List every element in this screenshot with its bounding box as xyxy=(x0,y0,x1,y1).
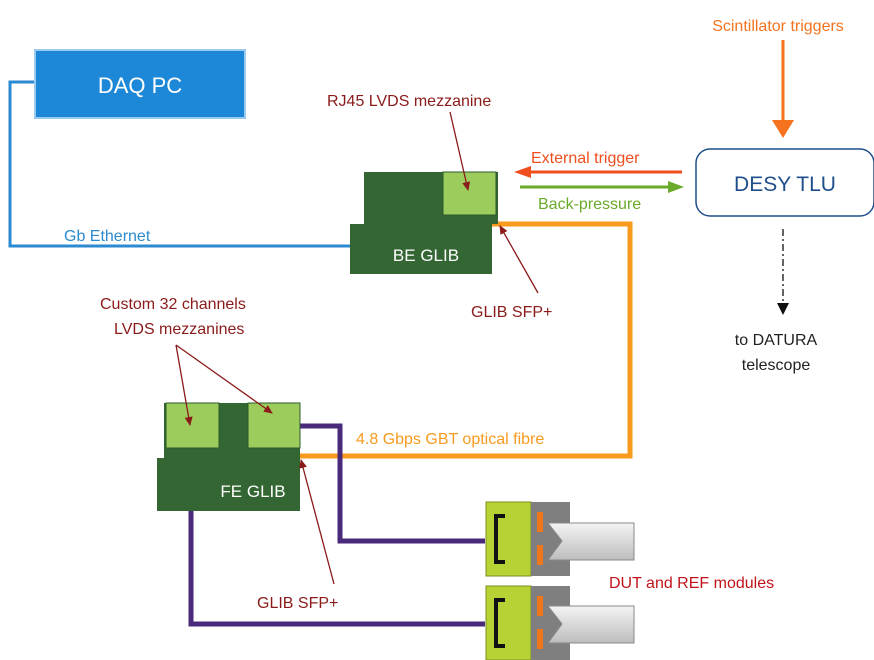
fe-to-dut-cable xyxy=(300,423,485,544)
be-sfp-label: GLIB SFP+ xyxy=(471,304,552,321)
fe-sfp-label: GLIB SFP+ xyxy=(257,595,338,612)
be-sfp-pointer xyxy=(499,225,539,294)
gb-ethernet-label: Gb Ethernet xyxy=(64,228,151,245)
fe-sfp-pointer xyxy=(299,459,335,585)
custom-mezzanines-label-line2: LVDS mezzanines xyxy=(114,321,244,338)
daq-pc: DAQ PC xyxy=(34,49,246,119)
scintillator-arrow xyxy=(772,40,794,138)
be-glib-board: BE GLIB xyxy=(350,171,498,274)
rj45-pointer xyxy=(449,111,471,191)
optical-fibre-label: 4.8 Gbps GBT optical fibre xyxy=(356,431,544,448)
desy-tlu-label: DESY TLU xyxy=(734,173,836,196)
fe-glib-board: FE GLIB xyxy=(157,402,301,511)
custom-mezzanines-label-line1: Custom 32 channels xyxy=(100,296,246,313)
to-datura-label-line2: telescope xyxy=(742,357,811,374)
desy-tlu: DESY TLU xyxy=(695,148,874,217)
custom-mezz-pointer-left xyxy=(175,344,193,426)
daq-pc-label: DAQ PC xyxy=(98,73,182,98)
back-pressure-label: Back-pressure xyxy=(538,196,641,213)
be-glib-label: BE GLIB xyxy=(393,246,459,265)
scintillator-triggers-label: Scintillator triggers xyxy=(712,18,844,35)
rj45-mezzanine-label: RJ45 LVDS mezzanine xyxy=(327,93,491,110)
custom-mezz-pointer-right xyxy=(175,344,273,414)
dut-module xyxy=(485,501,635,577)
fe-mezzanine-left xyxy=(165,402,220,449)
fe-mezzanine-right xyxy=(247,402,301,449)
to-datura-label-line1: to DATURA xyxy=(735,332,818,349)
rj45-mezzanine xyxy=(442,171,497,216)
back-pressure-arrow xyxy=(520,181,684,193)
fe-glib-label: FE GLIB xyxy=(220,482,285,501)
optical-fibre-cable xyxy=(300,221,633,459)
ref-module xyxy=(485,585,635,660)
dut-ref-modules-label: DUT and REF modules xyxy=(609,575,774,592)
external-trigger-label: External trigger xyxy=(531,150,640,167)
gb-ethernet-cable xyxy=(8,80,350,248)
external-trigger-arrow xyxy=(514,166,682,178)
